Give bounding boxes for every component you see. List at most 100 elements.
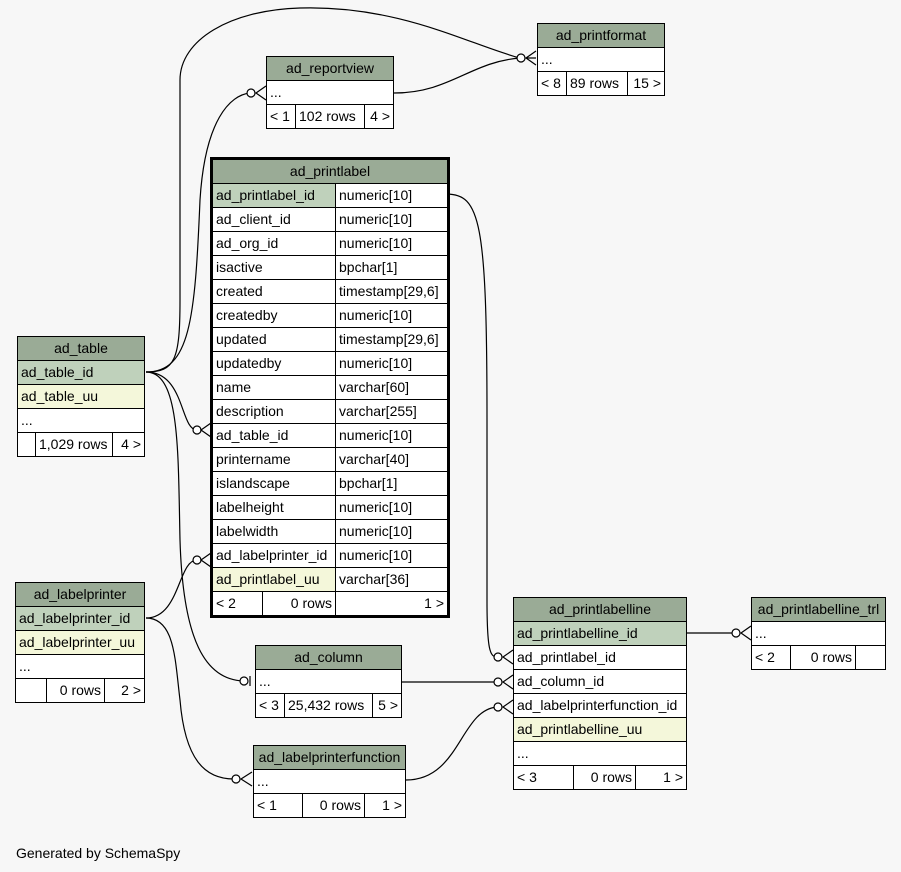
table-ad-printformat[interactable]: ad_printformat ... < 8 89 rows 15 > — [537, 23, 665, 96]
column-name: ad_printlabel_id — [213, 184, 335, 207]
table-ad-reportview[interactable]: ad_reportview ... < 1 102 rows 4 > — [266, 56, 394, 129]
table-ad-labelprinter[interactable]: ad_labelprinter ad_labelprinter_id ad_la… — [15, 582, 145, 703]
edge-table-reportview — [145, 92, 251, 373]
column-row: created timestamp[29,6] — [213, 280, 447, 304]
column-type: varchar[40] — [335, 448, 447, 471]
column-row: description varchar[255] — [213, 400, 447, 424]
more-columns: ... — [19, 658, 31, 674]
nav-parents[interactable]: < 2 — [755, 649, 775, 665]
row-count: 0 rows — [790, 646, 855, 669]
table-ad-printlabelline[interactable]: ad_printlabelline ad_printlabelline_id a… — [513, 597, 687, 790]
table-ad-column[interactable]: ad_column ... < 3 25,432 rows 5 > — [255, 645, 402, 718]
column-name: updated — [216, 331, 267, 347]
column-name: ad_printlabelline_id — [514, 622, 686, 645]
column-name: ad_labelprinter_id — [16, 607, 144, 630]
nav-parents[interactable]: < 1 — [270, 108, 290, 124]
column-type: numeric[10] — [335, 496, 447, 519]
column-name: ad_printlabel_uu — [213, 568, 335, 591]
edge-reportview-printformat — [393, 57, 521, 94]
column-row: ad_labelprinter_id numeric[10] — [213, 544, 447, 568]
row-count: 0 rows — [573, 766, 635, 789]
nav-children[interactable]: 4 > — [112, 433, 144, 456]
column-name: ad_labelprinter_id — [216, 547, 328, 563]
column-name: updatedby — [216, 355, 282, 371]
row-count: 1,029 rows — [35, 433, 112, 456]
table-ad-printlabelline-trl[interactable]: ad_printlabelline_trl ... < 2 0 rows — [751, 597, 886, 670]
column-name: ad_org_id — [216, 235, 279, 251]
nav-parents[interactable] — [16, 679, 46, 702]
table-title: ad_printlabelline_trl — [752, 598, 885, 622]
column-type: numeric[10] — [335, 544, 447, 567]
nav-children[interactable]: 1 > — [364, 794, 405, 817]
row-count: 0 rows — [46, 679, 104, 702]
table-nav: < 2 0 rows — [752, 646, 885, 669]
row-count: 0 rows — [302, 794, 364, 817]
edge-labelprinter-printlabel — [145, 559, 198, 619]
column-name: ad_column_id — [517, 673, 605, 689]
row-count: 0 rows — [262, 592, 335, 615]
column-type: bpchar[1] — [335, 256, 447, 279]
nav-parents[interactable]: < 3 — [517, 769, 537, 785]
more-columns: ... — [517, 745, 529, 761]
column-row: isactive bpchar[1] — [213, 256, 447, 280]
table-ad-labelprinterfunction[interactable]: ad_labelprinterfunction ... < 1 0 rows 1… — [253, 745, 406, 818]
nav-parents[interactable]: < 8 — [541, 75, 561, 91]
more-columns: ... — [21, 412, 33, 428]
table-title: ad_column — [256, 646, 401, 670]
table-nav: < 2 0 rows 1 > — [213, 592, 447, 615]
column-name: printername — [216, 451, 291, 467]
nav-children[interactable]: 1 > — [635, 766, 686, 789]
nav-children[interactable] — [855, 646, 885, 669]
table-title: ad_printlabel — [213, 160, 447, 184]
row-count: 25,432 rows — [284, 694, 372, 717]
row-count: 102 rows — [295, 105, 364, 128]
column-type: numeric[10] — [335, 520, 447, 543]
nav-children[interactable]: 4 > — [364, 105, 393, 128]
nav-children[interactable]: 5 > — [372, 694, 401, 717]
column-name: labelwidth — [216, 523, 279, 539]
nav-children[interactable]: 1 > — [335, 592, 447, 615]
column-row: printername varchar[40] — [213, 448, 447, 472]
table-ad-table[interactable]: ad_table ad_table_id ad_table_uu ... 1,0… — [17, 336, 145, 457]
column-name: createdby — [216, 307, 278, 323]
table-title: ad_reportview — [267, 57, 393, 81]
nav-children[interactable]: 15 > — [627, 72, 664, 95]
column-name: created — [216, 283, 263, 299]
table-title: ad_labelprinter — [16, 583, 144, 607]
edge-table-column — [145, 371, 245, 682]
table-nav: 0 rows 2 > — [16, 679, 144, 702]
more-columns: ... — [270, 84, 282, 100]
column-name: isactive — [216, 259, 263, 275]
column-row: ad_client_id numeric[10] — [213, 208, 447, 232]
nav-parents[interactable] — [18, 433, 35, 456]
nav-children[interactable]: 2 > — [104, 679, 144, 702]
nav-parents[interactable]: < 1 — [257, 797, 277, 813]
column-name: ad_table_id — [216, 427, 289, 443]
column-name: ad_printlabel_id — [517, 649, 616, 665]
column-name: description — [216, 403, 284, 419]
column-name: ad_client_id — [216, 211, 291, 227]
generated-by-footer: Generated by SchemaSpy — [16, 845, 181, 861]
table-title: ad_labelprinterfunction — [254, 746, 405, 770]
table-nav: < 1 102 rows 4 > — [267, 105, 393, 128]
column-type: timestamp[29,6] — [335, 280, 447, 303]
table-title: ad_table — [18, 337, 144, 361]
edge-labelprinter-function — [145, 617, 235, 780]
table-nav: < 3 25,432 rows 5 > — [256, 694, 401, 717]
nav-parents[interactable]: < 3 — [259, 697, 279, 713]
edge-function-line — [405, 706, 498, 781]
nav-parents[interactable]: < 2 — [216, 595, 236, 611]
column-name: ad_labelprinter_uu — [16, 631, 144, 654]
more-columns: ... — [257, 773, 269, 789]
column-type: numeric[10] — [335, 208, 447, 231]
column-type: varchar[255] — [335, 400, 447, 423]
more-columns: ... — [541, 51, 553, 67]
table-title: ad_printlabelline — [514, 598, 686, 622]
